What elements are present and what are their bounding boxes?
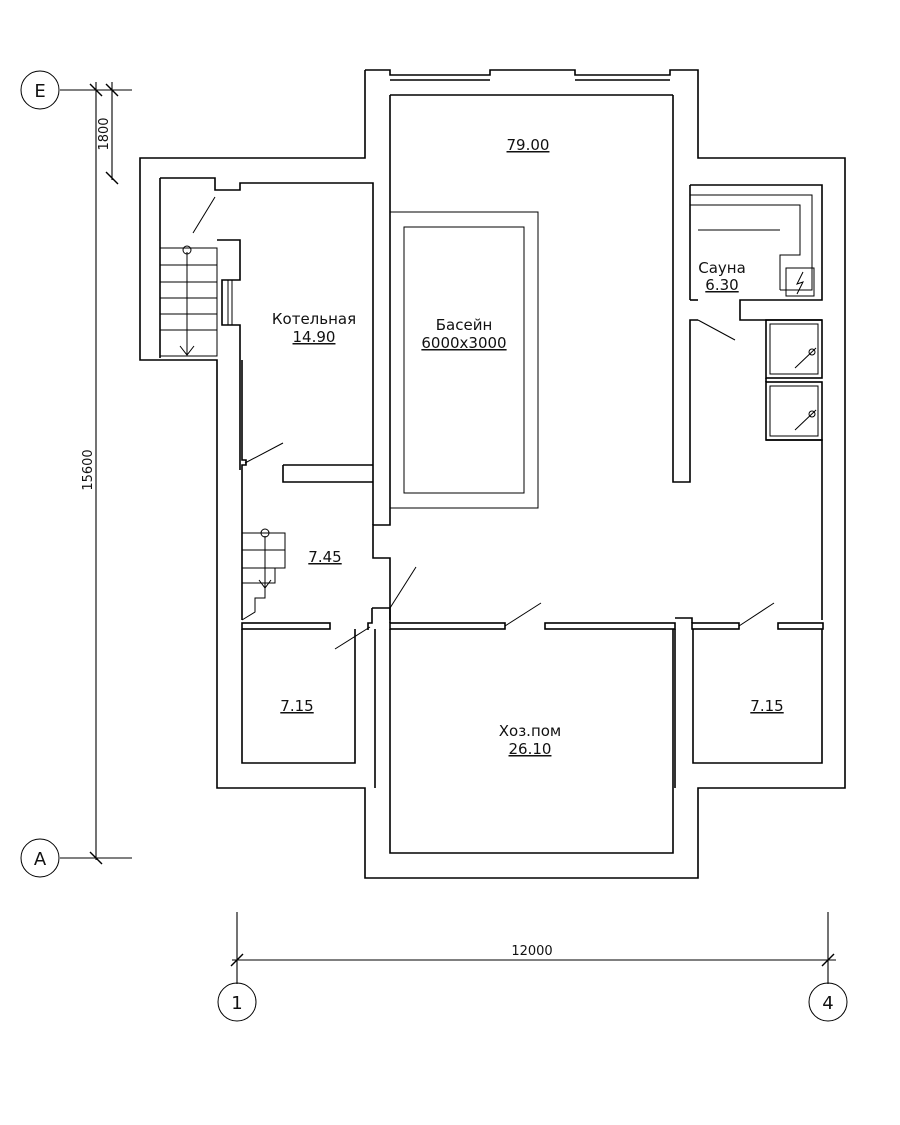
utility-area: 26.10: [509, 740, 552, 758]
pool: [389, 211, 539, 509]
top-offset-dimension: 1800: [97, 117, 112, 150]
pool-name: Басейн: [436, 316, 493, 334]
axis-label-right: 4: [822, 993, 833, 1014]
showers: [765, 319, 823, 620]
axis-markers: [20, 70, 848, 1022]
lightning-icon: [796, 271, 804, 295]
outer-walls: [139, 69, 846, 879]
lower-rooms: [241, 629, 823, 854]
dimension-lines: [60, 82, 836, 984]
boiler-name: Котельная: [272, 310, 356, 328]
corridor-wall: [241, 607, 824, 630]
axis-label-bottom: А: [34, 849, 47, 870]
axis-label-top: Е: [34, 81, 45, 102]
hall-area: 79.00: [507, 136, 550, 154]
boiler-partition: [217, 239, 373, 483]
axis-label-left: 1: [231, 993, 242, 1014]
stair-hall-area: 7.45: [308, 548, 341, 566]
stair-top-left: [159, 245, 218, 357]
utility-name: Хоз.пом: [499, 722, 562, 740]
height-dimension: 15600: [81, 449, 96, 490]
doors: [192, 196, 775, 650]
sauna-block: [689, 184, 823, 321]
left-store-area: 7.15: [280, 697, 313, 715]
stair-bottom-left: [241, 528, 286, 621]
sauna-name: Сауна: [698, 259, 746, 277]
shower-icon: [794, 347, 817, 431]
width-dimension: 12000: [511, 944, 552, 959]
pool-size: 6000x3000: [421, 334, 506, 352]
right-store-area: 7.15: [750, 697, 783, 715]
sauna-area: 6.30: [705, 276, 738, 294]
boiler-area: 14.90: [293, 328, 336, 346]
